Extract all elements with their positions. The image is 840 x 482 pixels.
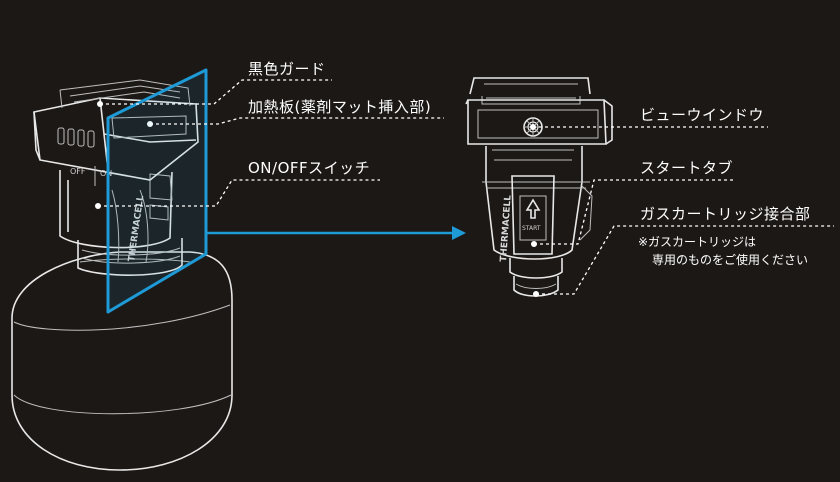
on-marking: ON xyxy=(100,169,112,178)
start-marking: START xyxy=(522,225,541,232)
heating-plate-leader xyxy=(150,117,444,125)
label-view-window: ビューウインドウ xyxy=(640,106,765,124)
label-on-off-switch: ON/OFFスイッチ xyxy=(248,159,371,177)
blue-arrow xyxy=(206,226,466,240)
right-connector xyxy=(509,258,563,297)
label-gas-cartridge-joint: ガスカートリッジ接合部 xyxy=(640,205,811,223)
right-body: START THERMACELL xyxy=(482,146,593,263)
device-brand-text-right: THERMACELL xyxy=(499,195,514,263)
note-line-1: ※ガスカートリッジは xyxy=(638,235,757,249)
start-tab-leader xyxy=(534,179,736,245)
guard-leader xyxy=(100,79,332,105)
note-line-2: 専用のものをご使用ください xyxy=(652,253,809,267)
label-heating-plate: 加熱板(薬剤マット挿入部) xyxy=(248,98,432,116)
cartridge-joint-leader xyxy=(536,225,834,295)
label-start-tab: スタートタブ xyxy=(640,159,734,177)
cross-section-highlight xyxy=(106,68,208,314)
gas-canister xyxy=(11,251,233,471)
off-marking: OFF xyxy=(70,167,86,176)
canister-collar xyxy=(77,238,183,276)
right-device-illustration: START THERMACELL xyxy=(465,77,613,297)
right-guard xyxy=(465,77,613,145)
label-black-guard: 黒色ガード xyxy=(248,60,326,78)
switch-leader xyxy=(98,179,380,207)
